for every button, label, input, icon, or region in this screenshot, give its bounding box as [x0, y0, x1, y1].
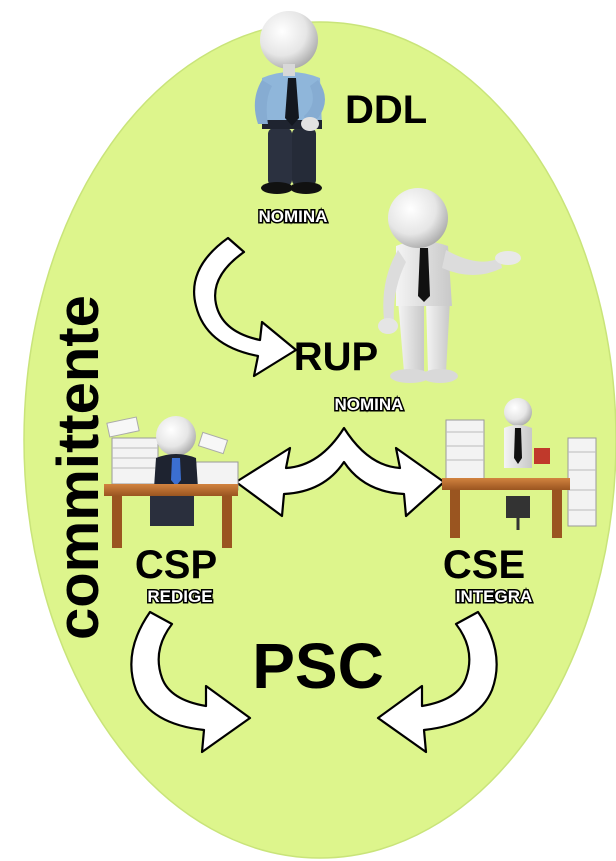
csp-label: CSP — [135, 543, 217, 587]
cse-to-psc-arrow — [376, 610, 498, 754]
csp-redige-label: REDIGE — [147, 587, 212, 606]
psc-label: PSC — [252, 630, 384, 702]
cse-figure — [442, 398, 597, 538]
csp-to-psc-arrow — [130, 610, 252, 754]
cse-integra-label: INTEGRA — [456, 587, 533, 606]
rup-figure — [378, 188, 521, 383]
rup-to-csp-cse-arrow — [234, 426, 446, 518]
ddl-nomina-label: NOMINA — [259, 207, 328, 226]
ddl-figure — [254, 11, 325, 194]
ddl-label: DDL — [345, 88, 427, 132]
cse-label: CSE — [443, 543, 525, 587]
ddl-to-rup-arrow — [192, 236, 298, 378]
rup-label: RUP — [294, 335, 378, 379]
rup-nomina-label: NOMINA — [335, 395, 404, 414]
csp-figure — [104, 416, 239, 548]
committente-label: committente — [46, 295, 111, 640]
